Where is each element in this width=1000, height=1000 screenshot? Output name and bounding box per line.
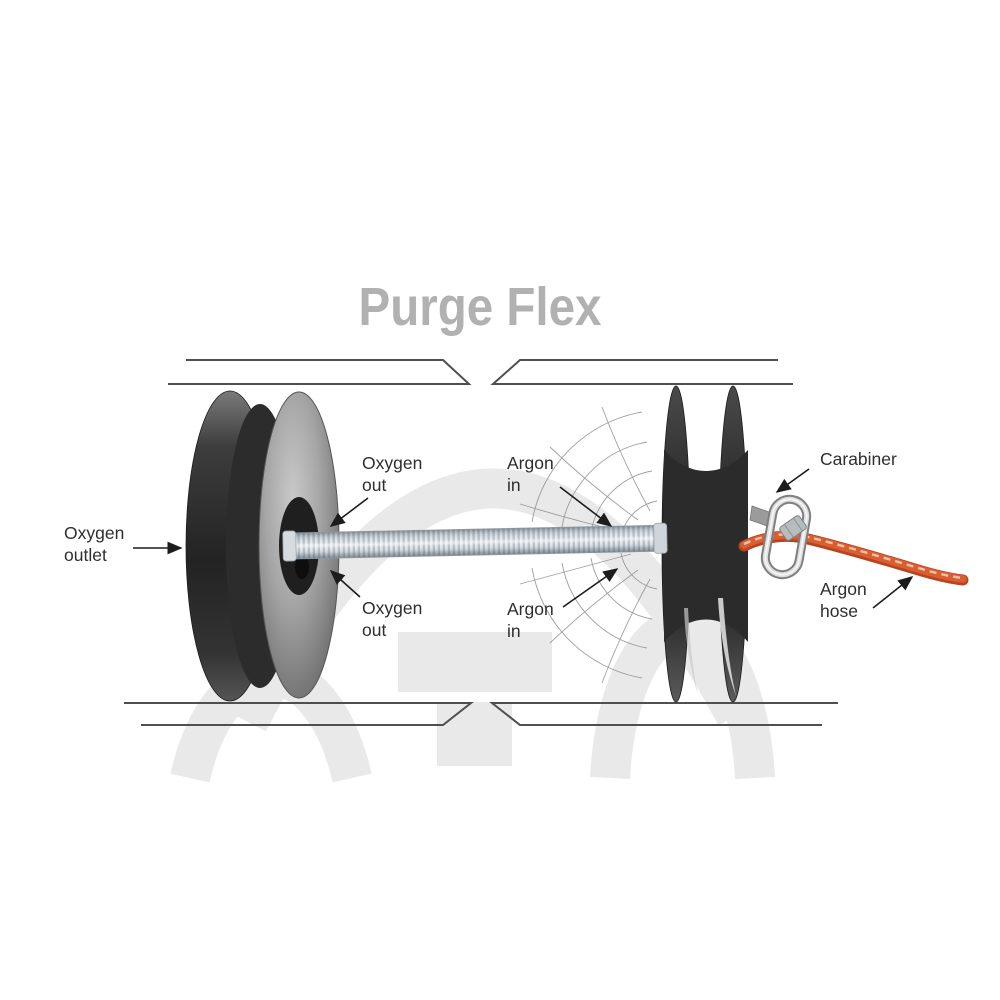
label-argon-hose: Argon hose — [820, 579, 867, 621]
annotation-arrows — [133, 468, 914, 609]
right-purge-plug — [661, 385, 748, 703]
arrow-oxygen-out-bottom — [329, 569, 361, 598]
watermark-stem — [437, 702, 512, 766]
pipe-bottom-left — [124, 702, 474, 726]
label-argon-in-bottom: Argon in — [507, 599, 554, 641]
left-plug-hub-hole — [295, 555, 309, 579]
carabiner-sleeve — [779, 515, 807, 541]
right-plug-body — [664, 450, 748, 642]
carabiner-graphic — [749, 494, 812, 580]
label-oxygen-outlet: Oxygen outlet — [64, 523, 125, 565]
watermark-bar — [398, 632, 552, 692]
arrow-oxygen-out-top — [329, 497, 369, 527]
diagram-title: Purge Flex — [358, 277, 602, 337]
label-oxygen-out-top: Oxygen out — [362, 453, 423, 495]
right-plug-highlight-right — [718, 598, 736, 696]
argon-hose-graphic — [738, 530, 969, 586]
label-carabiner: Carabiner — [820, 449, 897, 469]
arrow-carabiner — [775, 468, 810, 493]
pipe-top-left — [168, 359, 472, 385]
pipe-bottom-right — [489, 702, 838, 726]
flex-hose — [282, 522, 668, 562]
arrow-argon-hose — [872, 576, 914, 609]
label-oxygen-out-bottom: Oxygen out — [362, 598, 423, 640]
pipe-walls — [124, 359, 838, 726]
pipe-top-right — [490, 359, 793, 385]
label-argon-in-top: Argon in — [507, 453, 554, 495]
right-plug-highlight-left — [684, 608, 698, 695]
arrow-argon-in-bottom — [562, 568, 619, 608]
hose-collar-left — [282, 530, 297, 562]
arrow-argon-in-top — [559, 486, 613, 527]
left-purge-plug — [185, 390, 340, 702]
hose-collar-right — [653, 522, 668, 554]
